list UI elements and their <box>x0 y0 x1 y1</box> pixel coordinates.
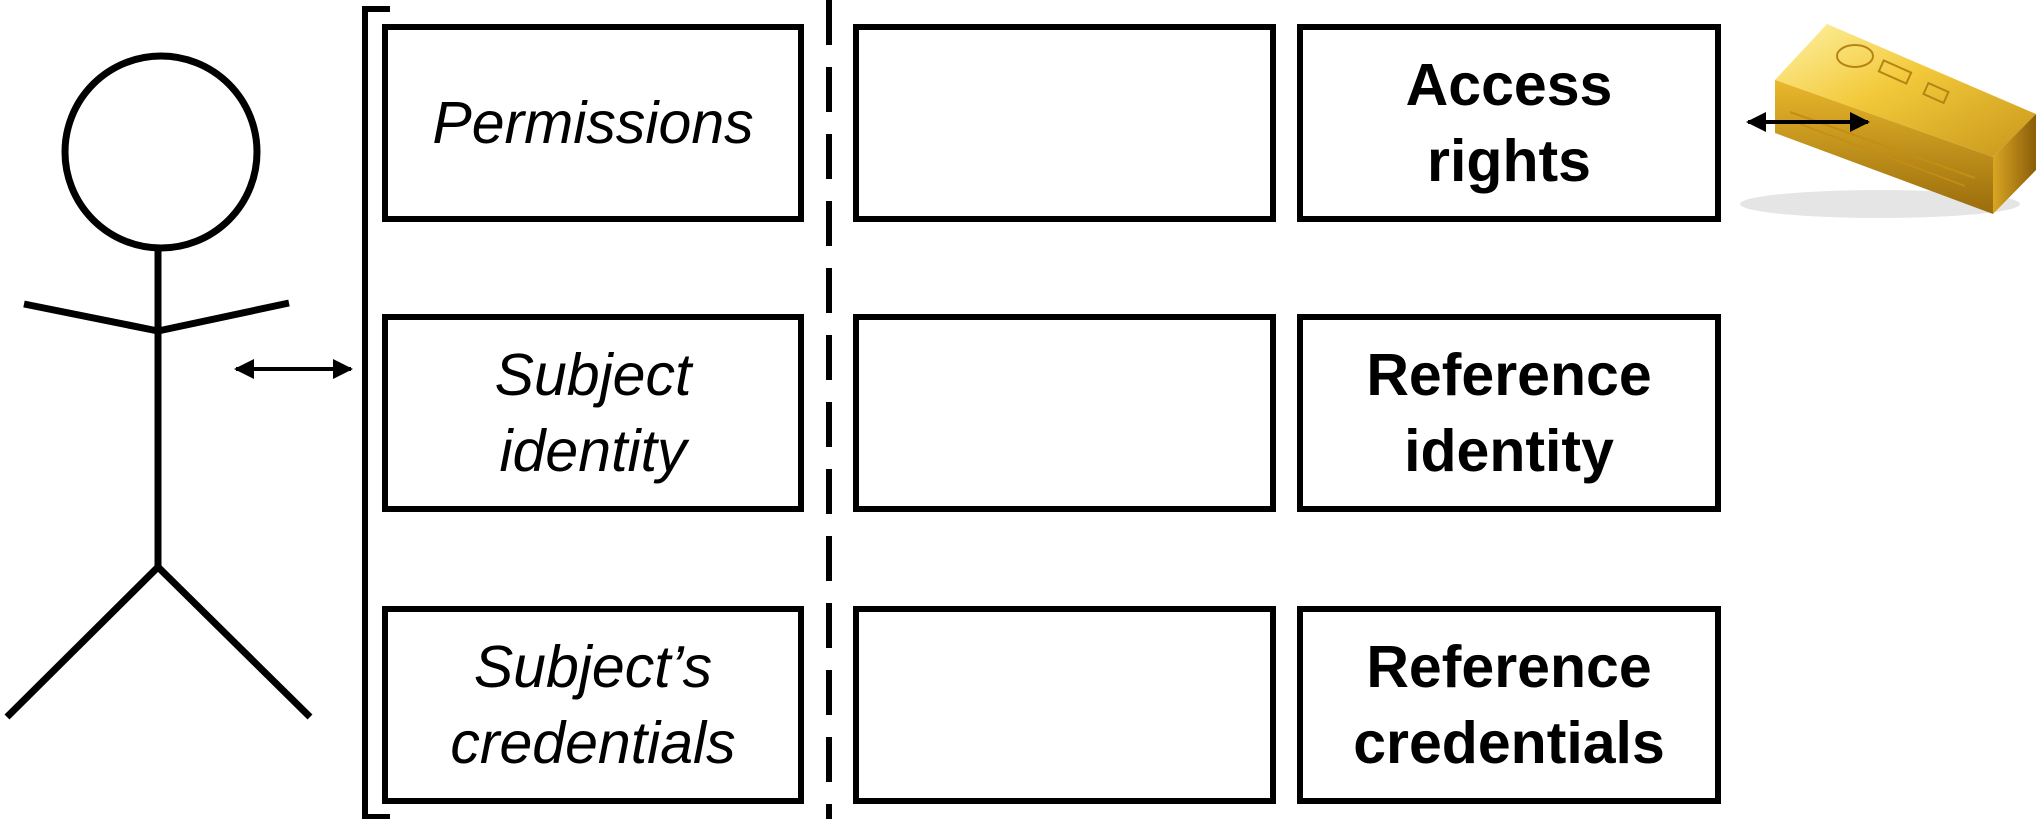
stick-figure-icon <box>4 52 313 720</box>
reference-identity-box: Reference identity <box>1297 314 1721 512</box>
reference-identity-label-line1: Reference <box>1366 342 1652 408</box>
stick-figure-left-arm <box>23 300 159 335</box>
subject-identity-box: Subject identity <box>382 314 804 512</box>
subject-permissions-box: Permissions <box>382 24 804 222</box>
bracket-line <box>362 6 390 819</box>
blank-box-credentials <box>853 606 1276 804</box>
subject-credentials-box: Subject’s credentials <box>382 606 804 804</box>
reference-access-rights-box: Access rights <box>1297 24 1721 222</box>
stick-figure-left-leg <box>4 564 161 720</box>
stick-figure-head <box>61 52 261 252</box>
subject-credentials-label-line1: Subject’s <box>473 634 713 700</box>
subject-identity-label-line2: identity <box>499 418 687 484</box>
reference-credentials-label-line1: Reference <box>1366 634 1652 700</box>
reference-credentials-box: Reference credentials <box>1297 606 1721 804</box>
subject-identity-label-line1: Subject <box>494 342 692 408</box>
reference-identity-label-line2: identity <box>1404 418 1614 484</box>
stick-figure-right-arm <box>157 299 290 335</box>
reference-access-rights-label-line2: rights <box>1427 128 1591 194</box>
reference-access-rights-label-line1: Access <box>1405 52 1613 118</box>
subject-permissions-label: Permissions <box>432 90 754 156</box>
blank-box-permissions <box>853 24 1276 222</box>
blank-box-identity <box>853 314 1276 512</box>
reference-credentials-label-line2: credentials <box>1353 710 1665 776</box>
subject-credentials-label-line2: credentials <box>450 710 736 776</box>
stick-figure-right-leg <box>155 564 313 720</box>
